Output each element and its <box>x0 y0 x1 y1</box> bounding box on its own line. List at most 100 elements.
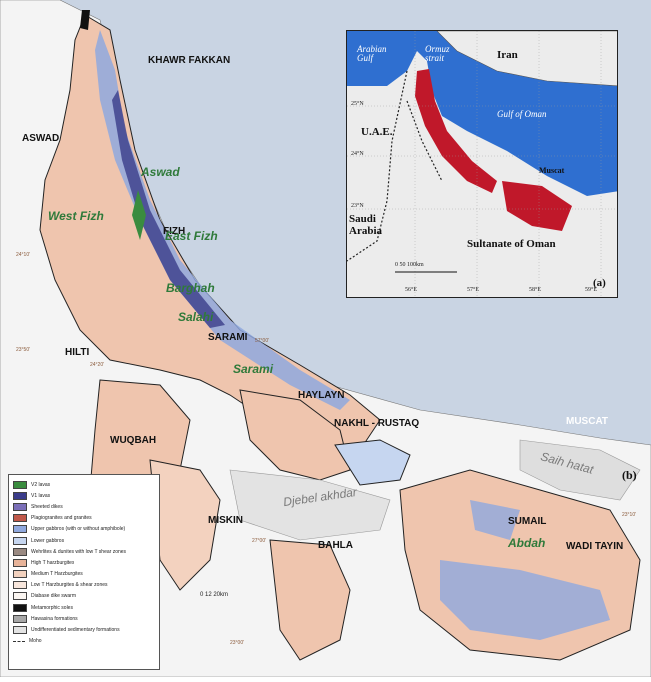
inset-panel-label-a: (a) <box>593 277 606 289</box>
legend-item: Metamorphic soles <box>13 602 155 613</box>
label-haylayn: HAYLAYN <box>298 390 345 401</box>
label-bahla: BAHLA <box>318 540 353 551</box>
inset-border-oman <box>406 100 443 182</box>
scale-bar: 0 12 20km <box>200 592 229 598</box>
inset-iran <box>436 31 617 87</box>
legend-item: Undifferentiated sedimentary formations <box>13 624 155 635</box>
legend-swatch <box>13 570 27 579</box>
coord-label: 23°00' <box>230 640 245 646</box>
legend-item: Diabase dike swarm <box>13 591 155 602</box>
inset-lat-label: 25°N <box>351 101 364 107</box>
legend-swatch <box>13 592 27 601</box>
legend-item: Upper gabbros (with or without amphibole… <box>13 524 155 535</box>
legend-swatch <box>13 480 27 489</box>
inset-lon-label: 56°E <box>405 287 418 293</box>
legend-item: Wehrlites & dunites with low T shear zon… <box>13 546 155 557</box>
inset-label-gulf-of-oman: Gulf of Oman <box>497 109 547 119</box>
coord-label: 23°50' <box>16 347 31 353</box>
legend-label: V2 lavas <box>31 481 51 488</box>
label-khawr-fakkan: KHAWR FAKKAN <box>148 55 231 66</box>
inset-label-uae: U.A.E. <box>361 126 393 138</box>
legend-label: Upper gabbros (with or without amphibole… <box>31 526 126 533</box>
panel-label-b: (b) <box>622 468 637 482</box>
inset-label-muscat: Muscat <box>539 166 565 175</box>
inset-label-sultanate: Sultanate of Oman <box>467 238 556 250</box>
label-salahi: Salahi <box>178 310 214 324</box>
sumail-gabbros <box>440 560 610 640</box>
legend-item: Medium T Harzburgites <box>13 569 155 580</box>
legend-swatch <box>13 603 27 612</box>
saih-hatat-area <box>519 439 641 501</box>
coord-label: 23°10' <box>622 512 637 518</box>
label-abdah: Abdah <box>508 536 546 550</box>
legend-label: Undifferentiated sedimentary formations <box>31 627 120 634</box>
legend-label: Sheeted dikes <box>31 503 63 510</box>
inset-scale-label: 0 50 100km <box>395 262 424 268</box>
legend-item: Plagiogranites and granites <box>13 513 155 524</box>
label-sarami-site: Sarami <box>233 362 274 376</box>
legend-swatch <box>13 525 27 534</box>
legend-swatch <box>13 547 27 556</box>
legend-item: Hawasina formations <box>13 613 155 624</box>
legend-item: Moho <box>13 636 155 647</box>
legend-item: Sheeted dikes <box>13 501 155 512</box>
miskin-massif <box>149 459 221 591</box>
label-wuqbah: WUQBAH <box>110 435 157 446</box>
label-hilti: HILTI <box>65 347 90 358</box>
inset-border-uae <box>347 70 408 262</box>
map-legend: V2 lavas V1 lavas Sheeted dikes Plagiogr… <box>8 474 160 670</box>
legend-swatch <box>13 626 27 635</box>
v2-lavas-patch <box>132 190 146 240</box>
legend-label: Plagiogranites and granites <box>31 515 92 522</box>
inset-lat-label: 23°N <box>351 203 364 209</box>
label-sumail: SUMAIL <box>508 516 547 527</box>
label-muscat: MUSCAT <box>566 416 609 427</box>
legend-item: High T harzburgites <box>13 557 155 568</box>
inset-label-iran: Iran <box>497 49 518 61</box>
inset-lat-label: 24°N <box>351 151 364 157</box>
inset-canvas <box>347 31 617 297</box>
legend-swatch <box>13 502 27 511</box>
legend-swatch <box>13 558 27 567</box>
legend-label: Wehrlites & dunites with low T shear zon… <box>31 548 127 555</box>
coord-label: 27°00' <box>252 538 267 544</box>
legend-swatch <box>13 514 27 523</box>
legend-label: V1 lavas <box>31 492 51 499</box>
legend-label: Lower gabbros <box>31 537 65 544</box>
bahla-massif <box>269 539 351 661</box>
legend-item: V1 lavas <box>13 490 155 501</box>
label-barghah: Barghah <box>166 281 215 295</box>
inset-map: Iran Arabian Gulf Ormuz strait Gulf of O… <box>346 30 618 298</box>
nakhl-rustaq-massif <box>334 439 411 486</box>
label-wadi-tayin: WADI TAYIN <box>566 541 624 552</box>
label-east-fizh: East Fizh <box>165 229 218 243</box>
legend-label: Metamorphic soles <box>31 604 73 611</box>
inset-ophiolite-south <box>502 181 572 231</box>
label-nakhl-rustaq: NAKHL - RUSTAQ <box>334 418 420 429</box>
inset-ophiolite-north <box>415 69 497 193</box>
haylayn-massif <box>239 389 351 481</box>
legend-label: Low T Harzburgites & shear zones <box>31 582 108 589</box>
label-west-fizh: West Fizh <box>48 209 104 223</box>
label-fizh: FIZH <box>163 226 186 237</box>
legend-label: Hawasina formations <box>31 615 78 622</box>
legend-swatch <box>13 536 27 545</box>
inset-lon-label: 58°E <box>529 287 542 293</box>
legend-item: Lower gabbros <box>13 535 155 546</box>
legend-label: High T harzburgites <box>31 559 75 566</box>
coord-label: 57°00' <box>255 338 270 344</box>
label-sarami-town: SARAMI <box>208 332 248 343</box>
djebel-akhdar-area <box>229 469 391 541</box>
sumail-gabbros-north <box>470 500 520 540</box>
coord-label: 24°10' <box>16 252 31 258</box>
label-aswad-town: ASWAD <box>22 133 60 144</box>
legend-label: Medium T Harzburgites <box>31 571 83 578</box>
label-miskin: MISKIN <box>208 515 243 526</box>
inset-label-ormuz: Ormuz strait <box>425 44 450 63</box>
legend-item: V2 lavas <box>13 479 155 490</box>
legend-item: Low T Harzburgites & shear zones <box>13 580 155 591</box>
legend-swatch <box>13 581 27 590</box>
legend-swatch <box>13 614 27 623</box>
inset-lon-label: 57°E <box>467 287 480 293</box>
